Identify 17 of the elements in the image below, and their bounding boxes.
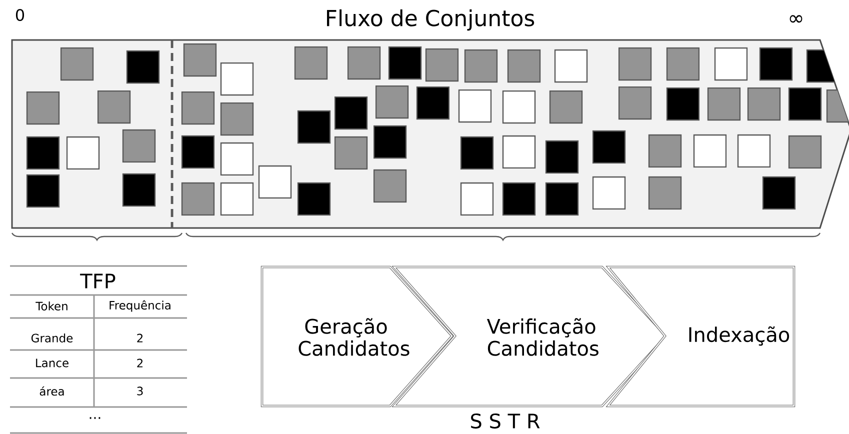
table-cell: 2 [137,358,142,368]
table-cell: 2 [137,334,142,342]
title: Fluxo de Conjuntos [327,9,534,31]
table-title: TFP [80,274,116,288]
node-label: Indexação [689,326,790,346]
table-cell: 3 [137,386,143,396]
ellipsis: ... [90,417,100,419]
table-header: Frequência [110,300,170,312]
chevron-stage: Geração Candidatos [260,266,454,408]
scale-label: 0 [16,8,24,22]
scale-label: ∞ [790,15,802,23]
table-cell: Grande [31,334,73,342]
group-label: S S T R [471,413,540,429]
table-header: Token [36,302,68,310]
chevron-stage: Indexação [606,266,796,408]
table-cell: Lance [36,358,68,368]
table-cell: área [40,386,64,396]
